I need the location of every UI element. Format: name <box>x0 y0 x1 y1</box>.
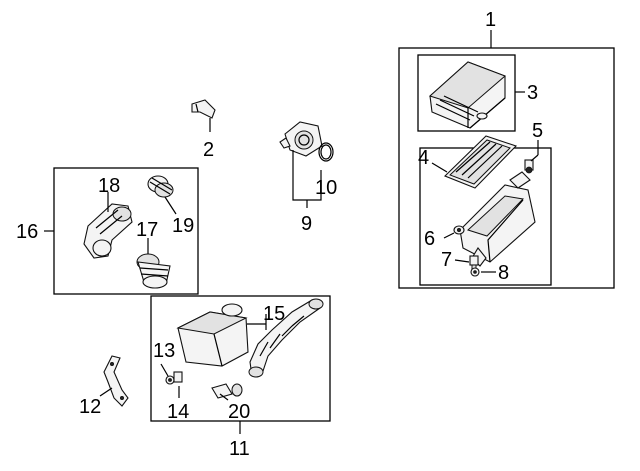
callout-2: 2 <box>203 139 214 161</box>
clip-bracket-icon <box>191 99 216 119</box>
callout-16: 16 <box>16 221 38 243</box>
throttle-body-icon <box>279 121 323 157</box>
air-filter-cover-icon <box>429 61 506 129</box>
resonator-icon <box>176 303 249 367</box>
gasket-icon <box>318 142 334 162</box>
sub-box-3 <box>417 54 516 132</box>
callout-14: 14 <box>167 401 189 423</box>
callout-8: 8 <box>498 262 509 284</box>
sensor-icon <box>211 383 243 399</box>
callout-20: 20 <box>228 401 250 423</box>
callout-5: 5 <box>532 120 543 142</box>
grommet-icon <box>453 225 465 235</box>
callout-3: 3 <box>527 82 538 104</box>
callout-18: 18 <box>98 175 120 197</box>
air-filter-element-icon <box>444 135 518 189</box>
assembly-box-1 <box>398 47 615 289</box>
grommet-small-icon <box>165 371 183 385</box>
callout-7: 7 <box>441 249 452 271</box>
callout-11: 11 <box>229 438 250 460</box>
lower-housing-icon <box>459 171 536 267</box>
callout-19: 19 <box>172 215 194 237</box>
callout-17: 17 <box>136 219 158 241</box>
clip-icon <box>524 159 534 174</box>
washer-icon <box>470 267 480 277</box>
hose-clamp-icon <box>147 175 174 198</box>
callout-4: 4 <box>418 147 429 169</box>
callout-9: 9 <box>301 213 312 235</box>
callout-12: 12 <box>79 396 101 418</box>
callout-15: 15 <box>263 303 285 325</box>
intake-elbow-icon <box>83 203 133 259</box>
intake-duct-icon <box>248 298 324 378</box>
callout-13: 13 <box>153 340 175 362</box>
callout-10: 10 <box>315 177 337 199</box>
bracket-icon <box>103 355 129 407</box>
coupler-hose-icon <box>136 253 171 289</box>
callout-1: 1 <box>485 9 496 31</box>
callout-6: 6 <box>424 228 435 250</box>
